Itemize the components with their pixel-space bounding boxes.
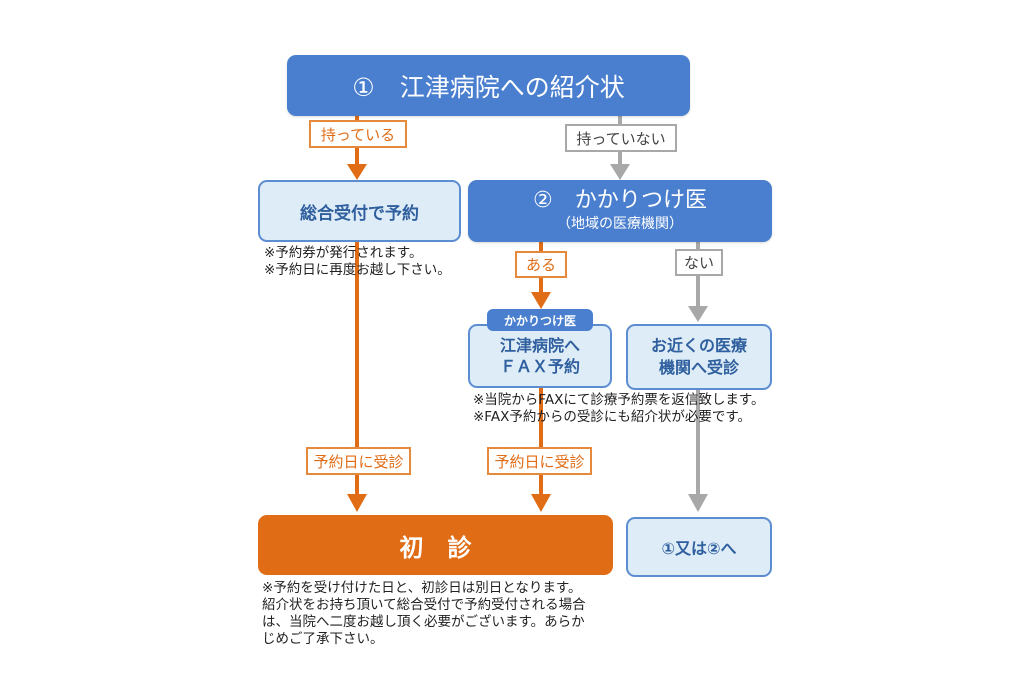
- note-first-visit-line: は、当院へ二度お越し頂く必要がございます。あらか: [262, 614, 585, 630]
- tag-family-doctor-text: かかりつけ医: [503, 313, 577, 328]
- label-visit-left: 予約日に受診: [306, 447, 411, 475]
- label-yes-text: ある: [525, 256, 556, 274]
- node-fax-reservation-line: ＦＡＸ予約: [499, 357, 580, 376]
- node-back-to-start: ①又は②へ: [626, 517, 772, 577]
- note-first-visit: ※予約を受け付けた日と、初診日は別日となります。 紹介状をお持ち頂いて総合受付で…: [262, 580, 586, 648]
- label-yes: ある: [515, 251, 567, 278]
- tag-family-doctor: かかりつけ医: [487, 309, 593, 331]
- note-fax-line: ※FAX予約からの受診にも紹介状が必要です。: [473, 409, 751, 425]
- node-first-visit-text: 初 診: [399, 533, 472, 562]
- label-no-text: ない: [683, 254, 714, 272]
- node-nearby-clinic-line: 機関へ受診: [658, 358, 739, 377]
- node-referral-letter: ① 江津病院への紹介状: [287, 55, 690, 116]
- label-visit-middle-text: 予約日に受診: [494, 452, 585, 471]
- note-reception-line: ※予約券が発行されます。: [264, 245, 423, 261]
- node-first-visit: 初 診: [258, 515, 613, 575]
- label-visit-middle: 予約日に受診: [487, 447, 592, 475]
- node-general-reception: 総合受付で予約: [258, 180, 461, 242]
- arrowhead: [531, 292, 551, 309]
- label-have-text: 持っている: [320, 125, 396, 144]
- node-back-to-start-text: ①又は②へ: [661, 539, 737, 558]
- arrowhead: [688, 494, 708, 512]
- note-first-visit-line: ※予約を受け付けた日と、初診日は別日となります。: [262, 580, 582, 596]
- note-reception: ※予約券が発行されます。 ※予約日に再度お越し下さい。: [264, 245, 451, 279]
- arrowhead: [610, 164, 630, 180]
- label-visit-left-text: 予約日に受診: [313, 452, 404, 471]
- label-have: 持っている: [309, 120, 407, 148]
- arrowhead: [347, 164, 367, 180]
- node-nearby-clinic: お近くの医療 機関へ受診: [626, 324, 772, 390]
- note-first-visit-line: じめご了承下さい。: [262, 631, 384, 647]
- arrowhead: [347, 494, 367, 512]
- node-family-doctor-subtitle: （地域の医療機関）: [557, 216, 683, 232]
- node-fax-reservation-line: 江津病院へ: [499, 336, 580, 355]
- arrowhead: [531, 494, 551, 512]
- node-family-doctor: ② かかりつけ医 （地域の医療機関）: [468, 180, 772, 242]
- note-reception-line: ※予約日に再度お越し下さい。: [264, 262, 451, 278]
- note-fax-line: ※当院からFAXにて診療予約票を返信致します。: [473, 392, 765, 408]
- node-general-reception-text: 総合受付で予約: [300, 203, 419, 224]
- node-nearby-clinic-line: お近くの医療: [650, 336, 747, 355]
- note-fax: ※当院からFAXにて診療予約票を返信致します。 ※FAX予約からの受診にも紹介状…: [473, 392, 764, 426]
- node-fax-reservation: 江津病院へ ＦＡＸ予約: [468, 324, 612, 388]
- label-no: ない: [675, 249, 723, 276]
- label-not-have-text: 持っていない: [576, 129, 666, 148]
- arrowhead: [688, 306, 708, 322]
- label-not-have: 持っていない: [565, 124, 677, 152]
- node-referral-letter-text: ① 江津病院への紹介状: [352, 72, 625, 102]
- node-family-doctor-title: ② かかりつけ医: [533, 188, 707, 213]
- note-first-visit-line: 紹介状をお持ち頂いて総合受付で予約受付される場合: [262, 597, 586, 613]
